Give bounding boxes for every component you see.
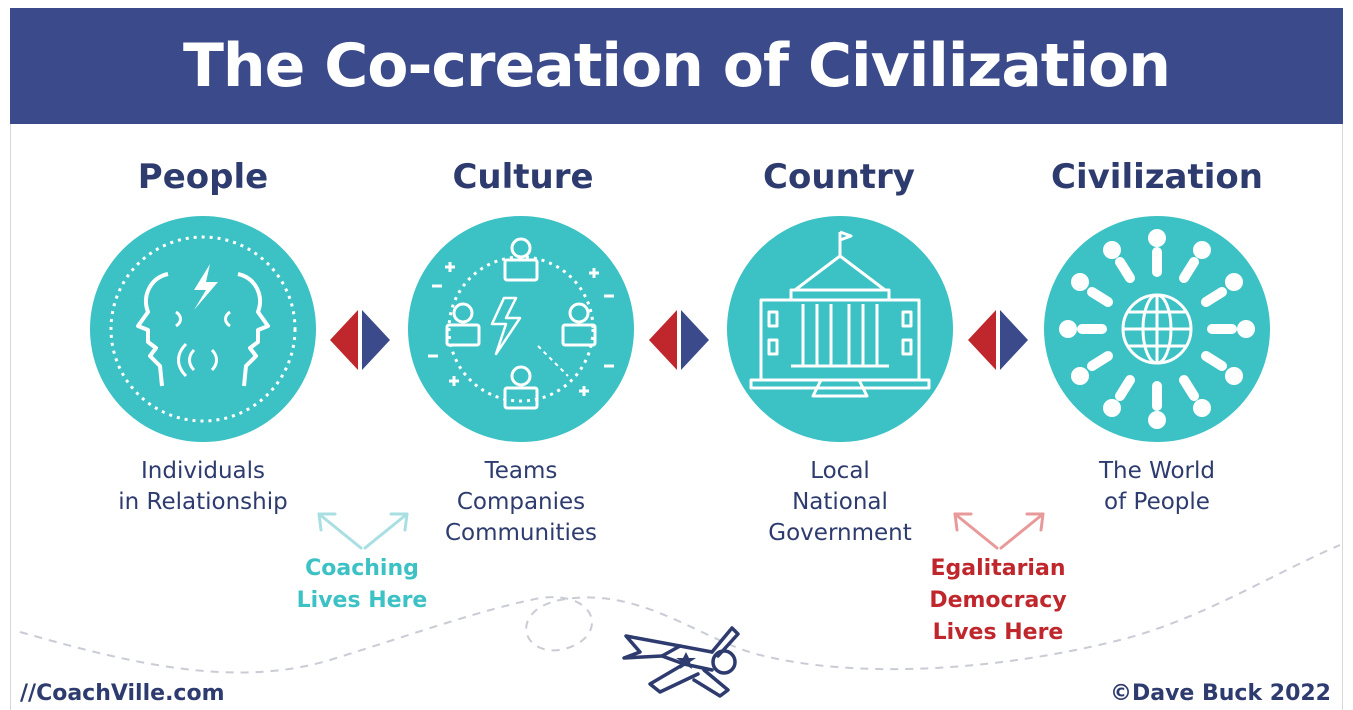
stage-caption-culture: Teams Companies Communities <box>381 456 661 549</box>
caption-line: Teams <box>484 458 558 484</box>
two-faces-talking-icon <box>109 235 297 423</box>
page-title: The Co-creation of Civilization <box>182 31 1171 101</box>
note-line: Egalitarian <box>930 556 1066 581</box>
note-line: Democracy <box>929 588 1067 613</box>
title-banner: The Co-creation of Civilization <box>10 8 1343 124</box>
caption-line: Government <box>768 520 912 546</box>
stage-caption-people: Individuals in Relationship <box>63 456 343 518</box>
caption-line: Communities <box>444 520 598 546</box>
coaching-arrows-icon <box>317 512 409 550</box>
frame-border-right <box>1342 124 1343 710</box>
bidirectional-arrow-icon <box>649 310 709 370</box>
team-network-icon <box>428 237 614 410</box>
people-around-globe-icon <box>1059 229 1255 429</box>
flying-superhero-icon <box>622 626 740 698</box>
bidirectional-arrow-icon <box>330 310 390 370</box>
caption-line: National <box>792 489 888 515</box>
note-line: Lives Here <box>932 620 1064 645</box>
government-building-icon <box>749 230 931 398</box>
caption-line: Local <box>810 458 870 484</box>
footer-copyright: ©Dave Buck 2022 <box>1109 681 1331 706</box>
stage-circle-civilization <box>1044 216 1270 442</box>
democracy-note: Egalitarian Democracy Lives Here <box>898 553 1098 649</box>
note-line: Lives Here <box>296 588 428 613</box>
stage-title-country: Country <box>763 157 915 197</box>
stage-title-culture: Culture <box>452 157 594 197</box>
stage-circle-people <box>90 216 316 442</box>
stage-title-people: People <box>137 157 269 197</box>
frame-border-left <box>10 124 11 710</box>
caption-line: of People <box>1104 489 1210 515</box>
stage-caption-civilization: The World of People <box>1017 456 1297 518</box>
footer-website: //CoachVille.com <box>20 681 225 706</box>
democracy-arrows-icon <box>953 512 1045 550</box>
caption-line: in Relationship <box>118 489 288 515</box>
caption-line: The World <box>1099 458 1215 484</box>
coaching-note: Coaching Lives Here <box>262 553 462 617</box>
caption-line: Individuals <box>141 458 265 484</box>
stage-caption-country: Local National Government <box>700 456 980 549</box>
caption-line: Companies <box>456 489 586 515</box>
bidirectional-arrow-icon <box>968 310 1028 370</box>
stage-circle-culture <box>408 216 634 442</box>
stage-title-civilization: Civilization <box>1051 157 1263 197</box>
note-line: Coaching <box>305 556 419 581</box>
stage-circle-country <box>727 216 953 442</box>
